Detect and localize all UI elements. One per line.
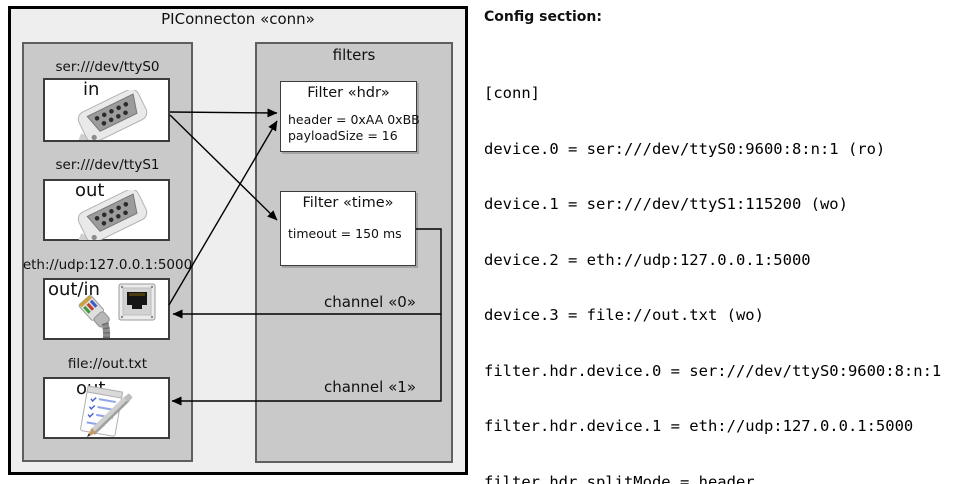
- device-label-file: file://out.txt: [67, 356, 148, 372]
- filter-attribute: header = 0xAA 0xBB: [288, 112, 420, 127]
- diagram-title: PIConnecton «conn»: [161, 10, 315, 28]
- config-line: device.0 = ser:///dev/ttyS0:9600:8:n:1 (…: [484, 139, 886, 158]
- config-line: filter.hdr.splitMode = header: [484, 472, 755, 484]
- device-direction-label: out/in: [48, 279, 100, 300]
- config-line: device.2 = eth://udp:127.0.0.1:5000: [484, 250, 811, 269]
- device-box-ttys0: in: [43, 78, 170, 142]
- device-label-eth: eth://udp:127.0.0.1:5000: [22, 257, 193, 273]
- channel-1-label: channel «1»: [323, 378, 416, 396]
- filter-box-hdr: Filter «hdr» header = 0xAA 0xBB payloadS…: [280, 81, 420, 152]
- config-line: [conn]: [484, 84, 540, 102]
- config-line: filter.hdr.device.0 = ser:///dev/ttyS0:9…: [484, 361, 942, 380]
- serial-port-icon: [77, 190, 148, 240]
- config-line: filter.hdr.device.1 = eth://udp:127.0.0.…: [484, 417, 914, 435]
- device-box-ttys1: out: [43, 179, 170, 241]
- device-box-file: out: [43, 377, 170, 439]
- filter-title: Filter «time»: [302, 195, 394, 211]
- filters-group-label: filters: [332, 46, 376, 64]
- device-direction-label: in: [83, 79, 100, 100]
- config-line: device.3 = file://out.txt (wo): [484, 306, 764, 324]
- serial-port-icon: [77, 90, 148, 140]
- config-heading: Config section:: [484, 9, 602, 25]
- notepad-pencil-icon: [80, 385, 133, 437]
- filter-attribute: payloadSize = 16: [288, 128, 398, 143]
- ethernet-plug-icon: [78, 283, 156, 338]
- config-line: device.1 = ser:///dev/ttyS1:115200 (wo): [484, 195, 848, 213]
- filter-box-time: Filter «time» timeout = 150 ms: [280, 191, 416, 266]
- filter-attribute: timeout = 150 ms: [288, 226, 402, 241]
- device-label-ttys0: ser:///dev/ttyS0: [55, 59, 160, 75]
- device-label-ttys1: ser:///dev/ttyS1: [55, 157, 160, 173]
- device-direction-label: out: [75, 180, 105, 201]
- filter-title: Filter «hdr»: [307, 85, 390, 101]
- config-text: [conn] device.0 = ser:///dev/ttyS0:9600:…: [484, 47, 951, 484]
- channel-0-label: channel «0»: [323, 293, 416, 311]
- device-box-eth: out/in: [43, 278, 170, 340]
